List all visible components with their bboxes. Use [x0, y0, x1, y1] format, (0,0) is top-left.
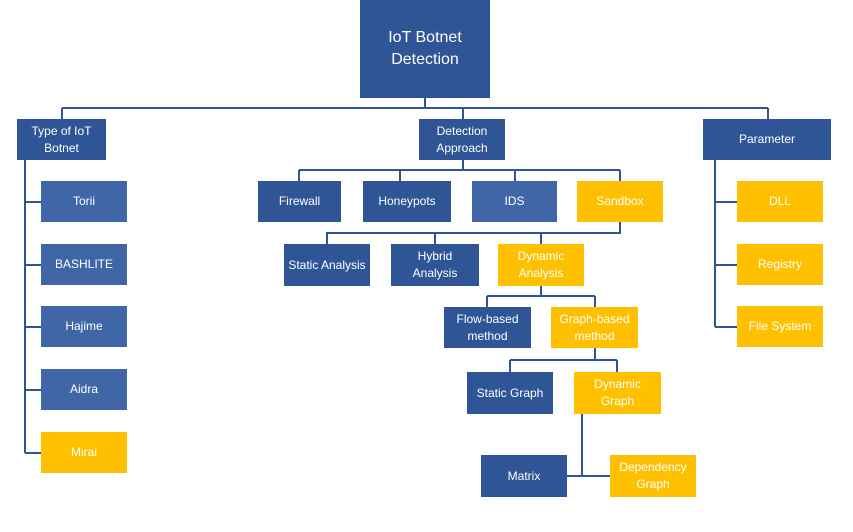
approach-sandbox: Sandbox: [577, 181, 663, 222]
botnet-torii: Torii: [41, 181, 127, 222]
dynamic-graph-matrix: Matrix: [481, 455, 567, 497]
approach-firewall: Firewall: [258, 181, 341, 222]
category-parameter: Parameter: [703, 119, 831, 160]
sandbox-static-analysis: Static Analysis: [284, 244, 370, 286]
botnet-hajime: Hajime: [41, 306, 127, 347]
root-node: IoT Botnet Detection: [360, 0, 490, 98]
approach-ids: IDS: [472, 181, 557, 222]
dynamic-graph-based-method: Graph-based method: [551, 307, 638, 348]
parameter-file-system: File System: [737, 306, 823, 347]
botnet-bashlite: BASHLITE: [41, 244, 127, 285]
graph-dynamic-graph: Dynamic Graph: [574, 372, 661, 414]
parameter-registry: Registry: [737, 244, 823, 285]
approach-honeypots: Honeypots: [363, 181, 451, 222]
botnet-aidra: Aidra: [41, 369, 127, 410]
botnet-mirai: Mirai: [41, 432, 127, 473]
sandbox-hybrid-analysis: Hybrid Analysis: [391, 244, 479, 286]
sandbox-dynamic-analysis: Dynamic Analysis: [498, 244, 584, 286]
dynamic-flow-based-method: Flow-based method: [444, 307, 531, 348]
category-detection-approach: Detection Approach: [419, 119, 505, 160]
dynamic-graph-dependency-graph: Dependency Graph: [610, 455, 696, 497]
graph-static-graph: Static Graph: [467, 372, 553, 414]
parameter-dll: DLL: [737, 181, 823, 222]
category-type-of-iot-botnet: Type of IoT Botnet: [17, 119, 106, 160]
